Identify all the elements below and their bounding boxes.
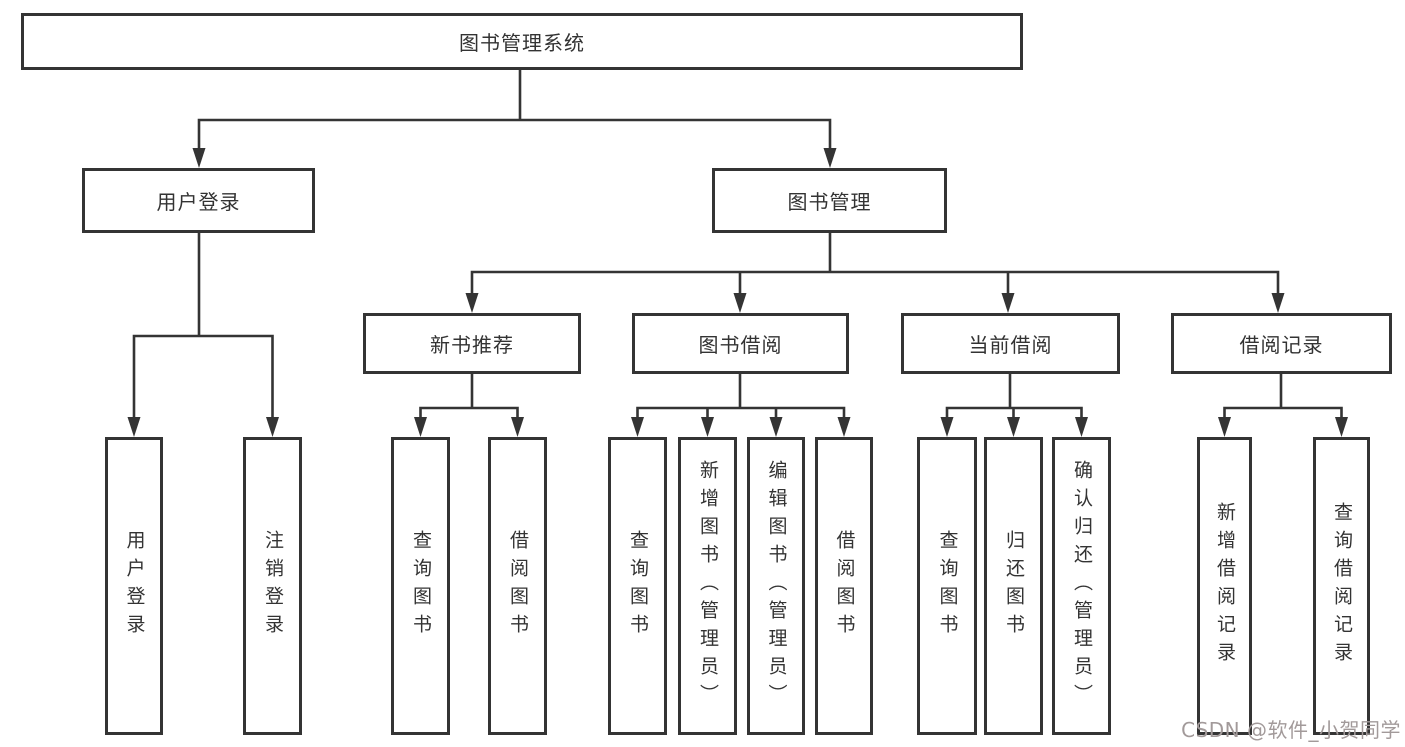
leaf-query-books-current: 查询图书 [917,437,977,735]
leaf-borrow-books-recommend: 借阅图书 [488,437,547,735]
leaf-logout: 注销登录 [243,437,302,735]
node-current-borrow: 当前借阅 [901,313,1120,374]
node-book-borrow: 图书借阅 [632,313,849,374]
node-book-management: 图书管理 [712,168,947,233]
node-borrow-records: 借阅记录 [1171,313,1392,374]
leaf-return-books: 归还图书 [984,437,1043,735]
leaf-query-books-borrow: 查询图书 [608,437,667,735]
leaf-add-books-admin: 新增图书（管理员） [678,437,737,735]
node-new-book-recommend: 新书推荐 [363,313,581,374]
leaf-edit-books-admin: 编辑图书（管理员） [747,437,805,735]
leaf-query-books-recommend: 查询图书 [391,437,450,735]
leaf-borrow-books: 借阅图书 [815,437,873,735]
node-root-title: 图书管理系统 [21,13,1023,70]
watermark: CSDN @软件_小贺同学 [1181,718,1401,742]
leaf-add-borrow-record: 新增借阅记录 [1197,437,1252,735]
leaf-confirm-return-admin: 确认归还（管理员） [1052,437,1111,735]
leaf-query-borrow-record: 查询借阅记录 [1313,437,1370,735]
node-user-login: 用户登录 [82,168,315,233]
leaf-user-login: 用户登录 [105,437,163,735]
